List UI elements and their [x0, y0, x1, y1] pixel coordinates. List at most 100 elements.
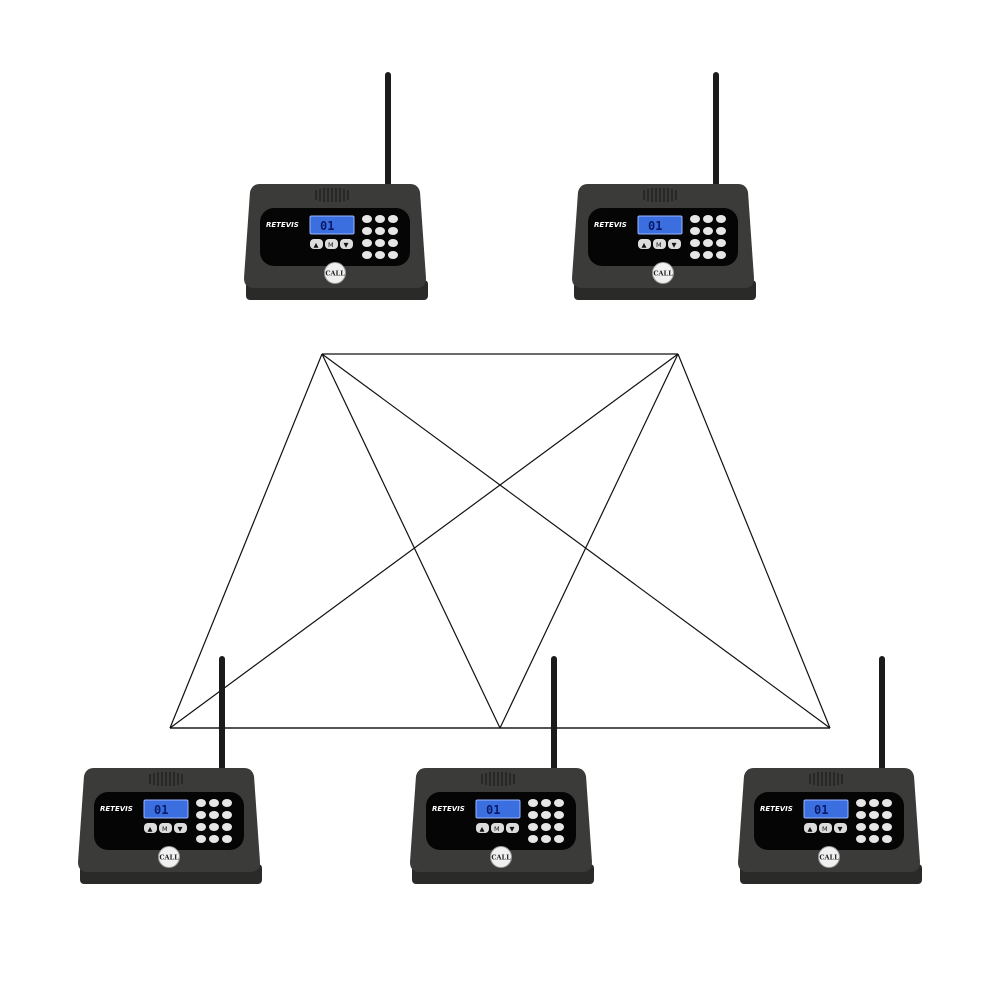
brand-logo: RETEVIS	[100, 805, 133, 813]
keypad-key[interactable]	[528, 799, 538, 807]
keypad-key[interactable]	[856, 823, 866, 831]
keypad-key[interactable]	[703, 215, 713, 223]
keypad-key[interactable]	[554, 835, 564, 843]
call-button[interactable]: CALL	[490, 846, 512, 868]
lcd-display	[309, 215, 355, 235]
link-1-3	[169, 353, 323, 729]
keypad-key[interactable]	[703, 227, 713, 235]
keypad-key[interactable]	[196, 799, 206, 807]
control-panel	[94, 792, 244, 850]
keypad-key[interactable]	[528, 811, 538, 819]
keypad[interactable]	[690, 215, 726, 259]
keypad-key[interactable]	[716, 239, 726, 247]
svg-text:▼: ▼	[672, 241, 677, 249]
keypad-key[interactable]	[375, 215, 385, 223]
keypad-key[interactable]	[196, 835, 206, 843]
keypad-key[interactable]	[856, 811, 866, 819]
keypad-key[interactable]	[362, 239, 372, 247]
keypad-key[interactable]	[222, 835, 232, 843]
keypad-key[interactable]	[690, 239, 700, 247]
keypad-key[interactable]	[209, 811, 219, 819]
call-button[interactable]: CALL	[818, 846, 840, 868]
keypad-key[interactable]	[882, 811, 892, 819]
keypad-key[interactable]	[554, 811, 564, 819]
keypad-key[interactable]	[856, 835, 866, 843]
keypad-key[interactable]	[209, 799, 219, 807]
nav-buttons[interactable]: ▲ M ▼	[310, 239, 353, 249]
keypad-key[interactable]	[690, 227, 700, 235]
intercom-unit-1: RETEVIS 01 ▲ M ▼ CALL	[240, 72, 430, 302]
brand-logo: RETEVIS	[594, 221, 627, 229]
nav-buttons[interactable]: ▲ M ▼	[804, 823, 847, 833]
keypad-key[interactable]	[209, 835, 219, 843]
keypad-key[interactable]	[869, 835, 879, 843]
keypad-key[interactable]	[222, 799, 232, 807]
keypad-key[interactable]	[856, 799, 866, 807]
nav-buttons[interactable]: ▲ M ▼	[144, 823, 187, 833]
keypad[interactable]	[196, 799, 232, 843]
keypad-key[interactable]	[541, 799, 551, 807]
keypad-key[interactable]	[388, 227, 398, 235]
svg-text:▼: ▼	[510, 825, 515, 833]
display-value: 01	[648, 219, 662, 233]
keypad-key[interactable]	[554, 799, 564, 807]
antenna	[385, 72, 391, 188]
link-1-5	[321, 353, 831, 729]
keypad-key[interactable]	[388, 251, 398, 259]
display-value: 01	[486, 803, 500, 817]
keypad-key[interactable]	[541, 835, 551, 843]
intercom-unit-5: RETEVIS 01 ▲ M ▼ CALL	[734, 656, 924, 886]
svg-text:▲: ▲	[480, 825, 485, 833]
keypad-key[interactable]	[362, 215, 372, 223]
keypad-key[interactable]	[362, 251, 372, 259]
keypad[interactable]	[528, 799, 564, 843]
display-value: 01	[320, 219, 334, 233]
keypad-key[interactable]	[388, 215, 398, 223]
keypad-key[interactable]	[869, 799, 879, 807]
keypad-key[interactable]	[541, 811, 551, 819]
keypad-key[interactable]	[222, 811, 232, 819]
keypad-key[interactable]	[362, 227, 372, 235]
keypad[interactable]	[856, 799, 892, 843]
keypad-key[interactable]	[703, 251, 713, 259]
call-button[interactable]: CALL	[324, 262, 346, 284]
display-value: 01	[814, 803, 828, 817]
speaker-grille	[315, 188, 349, 202]
keypad-key[interactable]	[375, 227, 385, 235]
keypad-key[interactable]	[703, 239, 713, 247]
keypad-key[interactable]	[869, 811, 879, 819]
keypad-key[interactable]	[209, 823, 219, 831]
keypad-key[interactable]	[882, 799, 892, 807]
keypad-key[interactable]	[690, 215, 700, 223]
svg-text:▲: ▲	[314, 241, 319, 249]
keypad-key[interactable]	[375, 251, 385, 259]
antenna	[713, 72, 719, 188]
call-button[interactable]: CALL	[158, 846, 180, 868]
call-button[interactable]: CALL	[652, 262, 674, 284]
keypad[interactable]	[362, 215, 398, 259]
brand-logo: RETEVIS	[432, 805, 465, 813]
keypad-key[interactable]	[690, 251, 700, 259]
keypad-key[interactable]	[882, 823, 892, 831]
keypad-key[interactable]	[716, 251, 726, 259]
keypad-key[interactable]	[541, 823, 551, 831]
keypad-key[interactable]	[528, 823, 538, 831]
keypad-key[interactable]	[554, 823, 564, 831]
keypad-key[interactable]	[222, 823, 232, 831]
svg-text:CALL: CALL	[491, 854, 511, 862]
keypad-key[interactable]	[869, 823, 879, 831]
keypad-key[interactable]	[196, 823, 206, 831]
antenna	[219, 656, 225, 772]
keypad-key[interactable]	[375, 239, 385, 247]
control-panel	[426, 792, 576, 850]
keypad-key[interactable]	[716, 215, 726, 223]
nav-buttons[interactable]: ▲ M ▼	[638, 239, 681, 249]
keypad-key[interactable]	[716, 227, 726, 235]
keypad-key[interactable]	[882, 835, 892, 843]
keypad-key[interactable]	[388, 239, 398, 247]
nav-buttons[interactable]: ▲ M ▼	[476, 823, 519, 833]
link-2-4	[499, 353, 679, 729]
keypad-key[interactable]	[196, 811, 206, 819]
keypad-key[interactable]	[528, 835, 538, 843]
svg-text:CALL: CALL	[325, 270, 345, 278]
